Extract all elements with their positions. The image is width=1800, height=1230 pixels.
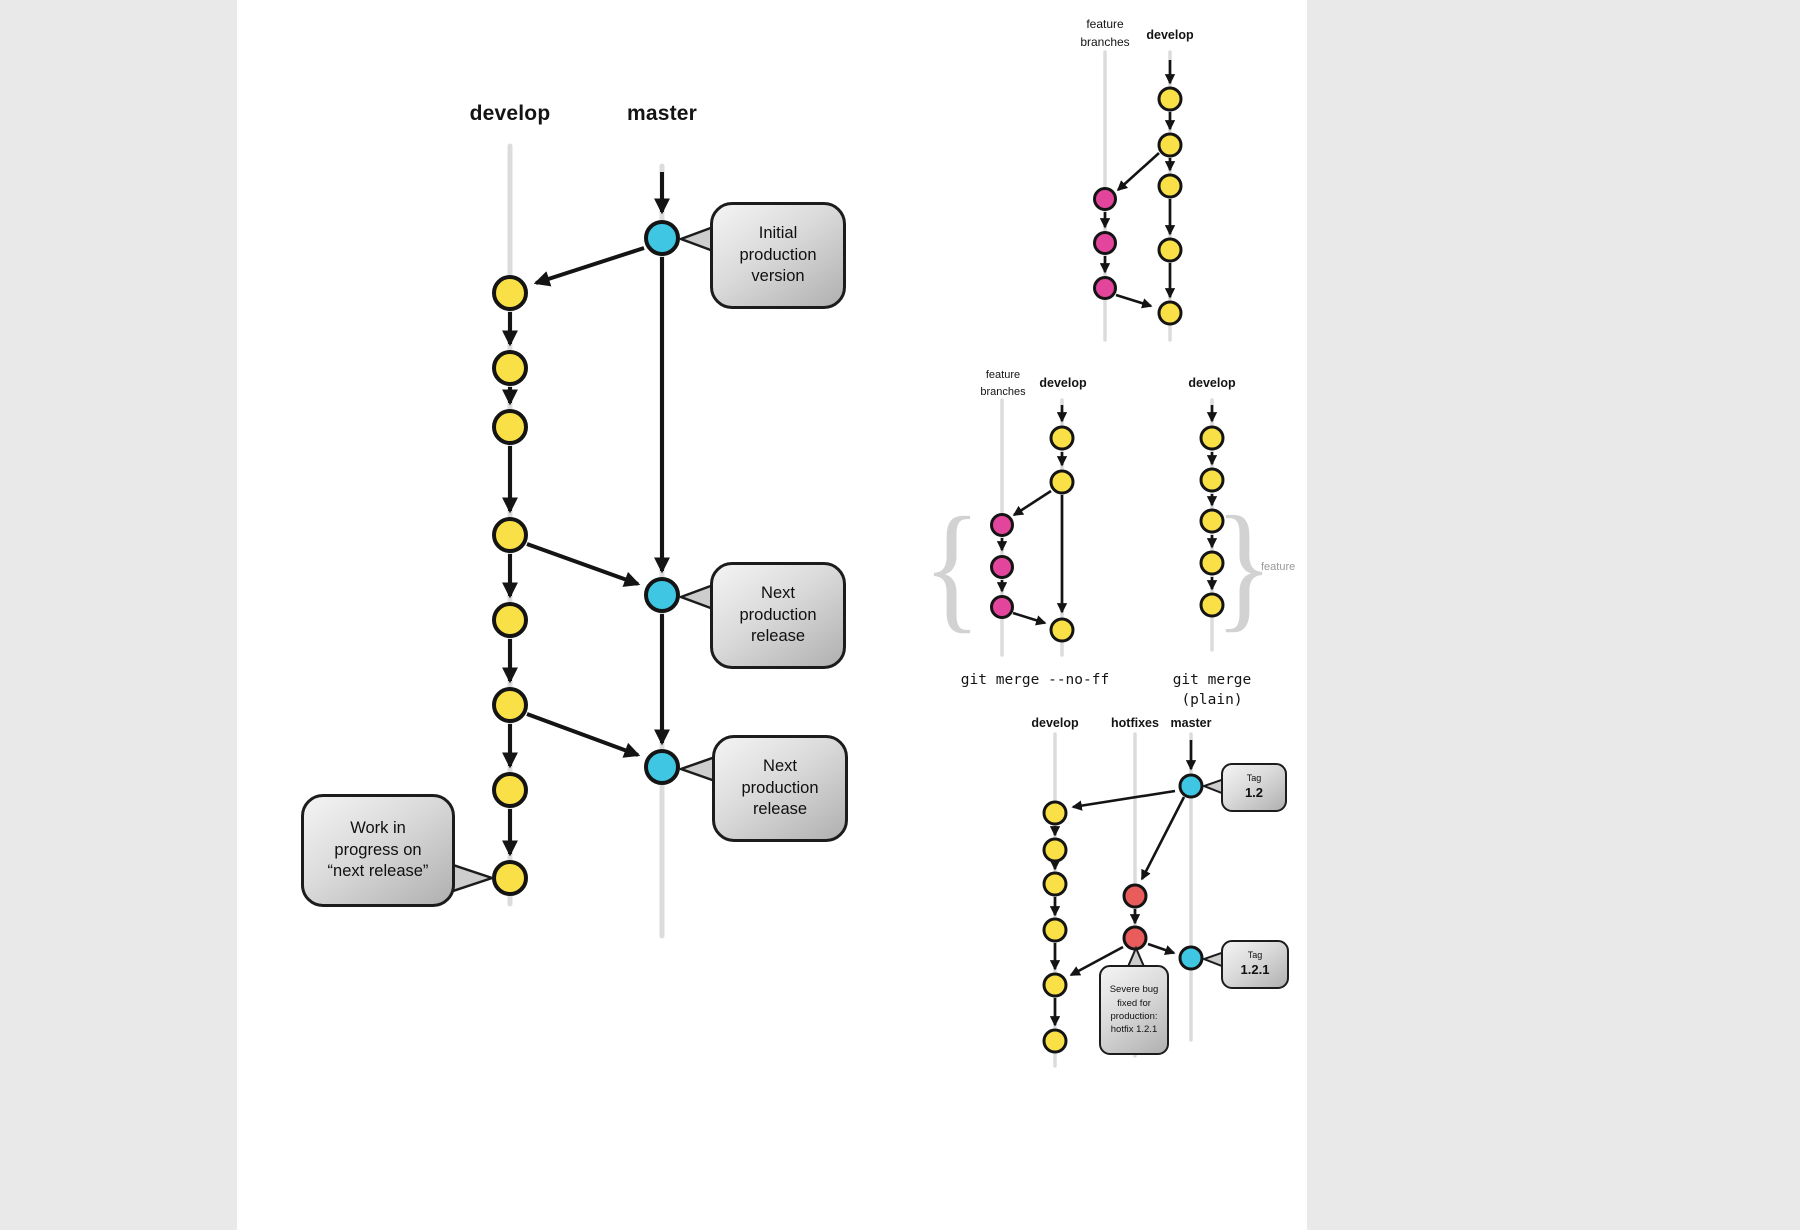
callout-work-in-progress: Work in progress on “next release” — [301, 794, 455, 907]
develop-branch-label: develop — [469, 102, 551, 125]
feature-brace-label: feature — [1261, 561, 1296, 573]
merge-plain-caption-line1: git merge — [1172, 672, 1252, 688]
develop-branch-label: develop — [1031, 716, 1079, 730]
hotfixes-branch-label: hotfixes — [1111, 716, 1159, 730]
feature-brace: } — [1214, 487, 1274, 645]
feature-brace: { — [922, 489, 982, 646]
callout-initial-production: Initial production version — [710, 202, 846, 309]
severe-bug-callout: Severe bug fixed for production: hotfix … — [1099, 965, 1169, 1055]
merge-plain-caption-line2: (plain) — [1181, 692, 1243, 708]
merge-no-ff-caption: git merge --no-ff — [960, 672, 1110, 688]
tag-word: Tag — [1246, 773, 1262, 784]
master-branch-label: master — [626, 102, 698, 125]
feature-branches-label: feature branches — [1080, 17, 1130, 49]
callout-next-production-release-1: Next production release — [710, 562, 846, 669]
callout-next-production-release-2: Next production release — [712, 735, 848, 842]
tag-value: 1.2.1 — [1240, 961, 1270, 977]
master-branch-label: master — [1170, 716, 1212, 730]
develop-branch-label: develop — [1039, 376, 1087, 390]
tag-1-2-callout: Tag 1.2 — [1221, 763, 1287, 812]
develop-branch-label: develop — [1146, 28, 1194, 42]
tag-word: Tag — [1247, 950, 1263, 961]
develop-branch-label: develop — [1188, 376, 1236, 390]
tag-1-2-1-callout: Tag 1.2.1 — [1221, 940, 1289, 989]
tag-value: 1.2 — [1244, 784, 1264, 800]
feature-branches-label: feature branches — [980, 369, 1026, 398]
